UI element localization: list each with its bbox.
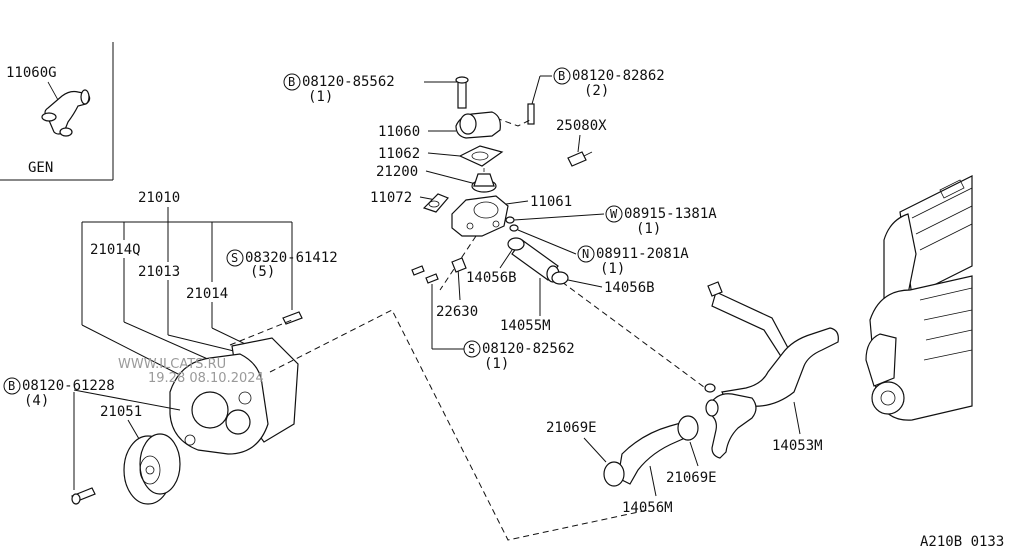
clamp-14056b-lower [551,271,569,285]
label-11062[interactable]: 11062 [378,146,420,162]
svg-text:(1): (1) [308,89,333,105]
bolt-21010-stud [282,311,303,325]
inset-caption: GEN [28,160,53,176]
svg-text:08120-82562: 08120-82562 [482,341,575,357]
svg-text:08120-82862: 08120-82862 [572,68,665,84]
bolt-08120-82862 [527,103,535,125]
inset-part-label[interactable]: 11060G [6,65,57,81]
svg-text:08120-85562: 08120-85562 [302,74,395,90]
svg-text:N: N [582,247,589,261]
label-22630[interactable]: 22630 [436,304,478,320]
callout-s-08120-82562[interactable]: S 08120-82562 (1) [463,340,575,372]
label-21051[interactable]: 21051 [100,404,142,420]
svg-text:(1): (1) [484,356,509,372]
svg-text:S: S [468,342,475,356]
callout-b-08120-61228[interactable]: B 08120-61228 (4) [3,377,115,409]
pipe-14053m-drawing [705,281,839,459]
svg-text:08911-2081A: 08911-2081A [596,246,689,262]
thermostat-drawing [471,168,497,193]
label-21069e-right[interactable]: 21069E [666,470,717,486]
water-pipe-group: 14053M 21069E 21069E 14056M [546,281,839,516]
engine-drawing [865,175,973,421]
label-25080x[interactable]: 25080X [556,118,607,134]
outlet-elbow-drawing [41,89,91,137]
svg-text:08915-1381A: 08915-1381A [624,206,717,222]
callout-s-08320-61412[interactable]: S 08320-61412 (5) [226,249,338,280]
temp-sensor-drawing [567,151,587,167]
bolt-08120-85562 [457,79,467,109]
thermostat-housing-drawing [451,195,509,237]
svg-text:B: B [558,69,565,83]
svg-text:(4): (4) [24,393,49,409]
label-21010[interactable]: 21010 [138,190,180,206]
label-21069e-left[interactable]: 21069E [546,420,597,436]
svg-text:(2): (2) [584,83,609,99]
housing-gasket-drawing [422,193,450,213]
callout-w-08915-1381a[interactable]: W 08915-1381A (1) [605,205,717,237]
label-14056m[interactable]: 14056M [622,500,673,516]
svg-text:08120-61228: 08120-61228 [22,378,115,394]
label-21014[interactable]: 21014 [186,286,228,302]
thermostat-group: B 08120-85562 (1) B 08120-82862 (2) 1106… [283,67,717,372]
label-11060[interactable]: 11060 [378,124,420,140]
clamp-14056b-upper [507,237,525,251]
callout-b-08120-85562[interactable]: B 08120-85562 (1) [283,73,395,105]
svg-text:08320-61412: 08320-61412 [245,250,338,266]
callout-b-08120-82862[interactable]: B 08120-82862 (2) [553,67,665,99]
label-21014q[interactable]: 21014Q [90,242,141,258]
label-21200[interactable]: 21200 [376,164,418,180]
pipe-clamp-upper [704,383,716,393]
svg-text:B: B [288,75,295,89]
svg-text:B: B [8,379,15,393]
label-14055m[interactable]: 14055M [500,318,551,334]
svg-text:(1): (1) [636,221,661,237]
small-bolt-right [425,273,439,284]
dashed-connection [269,309,649,541]
label-14053m[interactable]: 14053M [772,438,823,454]
svg-text:(5): (5) [250,264,275,280]
small-bolt-left [411,265,425,276]
outlet-gasket-drawing [458,145,504,167]
clamp-21069e-upper [677,415,699,441]
label-14056b-right[interactable]: 14056B [604,280,655,296]
label-11072[interactable]: 11072 [370,190,412,206]
water-pump-group: 21010 21014Q 21013 21014 S 08320-61412 (… [3,190,338,505]
svg-text:W: W [610,207,618,221]
svg-text:S: S [231,251,238,265]
sensor-22630-drawing [451,257,467,273]
watermark-line-2: 19.28 08.10.2024 [148,371,264,386]
inset-panel: 11060G GEN [0,42,114,181]
label-14056b-left[interactable]: 14056B [466,270,517,286]
clamp-21069e-lower [603,461,625,487]
label-21013[interactable]: 21013 [138,264,180,280]
pulley-drawing [123,433,181,505]
watermark-line-1: WWW.ILCATS.RU [118,357,226,372]
diagram-code: A210B 0133 [920,534,1004,550]
svg-text:(1): (1) [600,261,625,277]
callout-n-08911-2081a[interactable]: N 08911-2081A (1) [577,245,689,277]
label-11061[interactable]: 11061 [530,194,572,210]
